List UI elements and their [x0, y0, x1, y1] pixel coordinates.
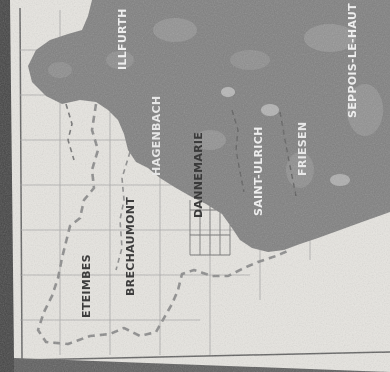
place-label-illfurth: ILLFURTH — [116, 8, 129, 70]
place-label-friesen: FRIESEN — [296, 122, 309, 176]
place-label-seppois: SEPPOIS-LE-HAUT — [346, 3, 359, 118]
place-label-dannemarie: DANNEMARIE — [192, 132, 205, 218]
place-label-hagenbach: HAGENBACH — [150, 96, 163, 176]
place-label-saint-ulrich: SAINT-ULRICH — [252, 126, 265, 216]
place-label-brechaumont: BRECHAUMONT — [124, 197, 137, 296]
place-label-etembes: ETEIMBES — [80, 254, 93, 318]
